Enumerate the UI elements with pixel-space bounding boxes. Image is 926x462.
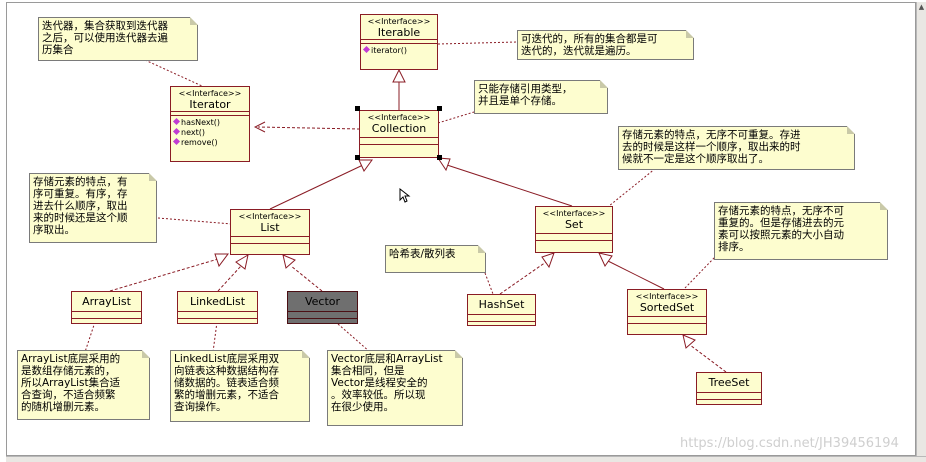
arrowhead-collection-left [358, 159, 373, 172]
method-icon [172, 137, 181, 146]
class-iterator[interactable]: <<Interface>> Iterator hasNext() next() … [170, 86, 250, 162]
arrowhead-collection-right [437, 157, 451, 172]
method-item: next() [172, 127, 249, 138]
class-collection[interactable]: <<Interface>> Collection [359, 110, 439, 158]
method-list: hasNext() next() remove() [171, 115, 249, 149]
arrowhead-list-1 [214, 253, 229, 268]
note-arraylist[interactable]: ArrayList底层采用的 是数组存储元素的， 所以ArrayList集合适 … [17, 350, 150, 420]
anchor-vector-note [337, 323, 371, 353]
class-arraylist[interactable]: ArrayList [71, 291, 142, 324]
note-hashset[interactable]: 哈希表/散列表 [385, 245, 486, 273]
arrowhead-sortedset [682, 334, 696, 349]
anchor-iterable-note [437, 41, 518, 45]
class-name: TreeSet [708, 376, 750, 389]
class-iterable[interactable]: <<Interface>> Iterable iterator() [360, 14, 438, 70]
class-name: LinkedList [189, 295, 246, 308]
method-icon [362, 45, 371, 54]
anchor-collection-note [437, 111, 475, 124]
note-sortedset[interactable]: 存储元素的特点，无序不可 重复的。但是存储进去的元 素可以按照元素的大小自动 排… [714, 202, 888, 260]
anchor-hashset-note [484, 272, 494, 295]
vertical-scrollbar[interactable]: ▲ [916, 2, 926, 456]
anchor-iterator-note [144, 59, 203, 87]
stereotype-label: <<Interface>> [542, 209, 606, 218]
class-name: Collection [371, 122, 427, 135]
arrowhead-iterator [253, 121, 266, 133]
edge-vector-list [290, 265, 323, 292]
stereotype-label: <<Interface>> [178, 89, 242, 98]
anchor-linkedlist-note [212, 321, 218, 353]
class-name: Iterator [189, 98, 231, 111]
edge-linkedlist-list [217, 265, 242, 292]
method-item: hasNext() [172, 117, 249, 128]
method-item: iterator() [362, 45, 437, 56]
edge-treeset-sortedset [689, 344, 727, 373]
anchor-set-note [603, 167, 657, 211]
selection-handle[interactable] [355, 155, 360, 160]
anchor-sortedset-note [684, 255, 717, 289]
selection-handle[interactable] [437, 155, 442, 160]
edge-set-collection [446, 164, 573, 207]
class-name: Vector [304, 295, 341, 308]
watermark: https://blog.csdn.net/JH39456194 [680, 436, 899, 451]
selection-handle[interactable] [437, 106, 442, 111]
note-list[interactable]: 存储元素的特点，有 序可重复。有序，存 进去什么顺序，取出 来的时候还是这个顺 … [29, 173, 157, 243]
method-icon [172, 127, 181, 136]
anchor-list-note [157, 217, 233, 225]
note-collection[interactable]: 只能存储引用类型， 并且是单个存储。 [474, 80, 608, 114]
arrowhead-set-2 [598, 252, 613, 267]
note-linkedlist[interactable]: LinkedList底层采用双 向链表这种数据结构存 储数据的。链表适合频 繁的… [170, 350, 310, 422]
edge-list-collection [269, 164, 364, 210]
edge-collection-iterator [257, 126, 361, 130]
arrowhead-list-2 [235, 253, 249, 270]
arrowhead-list-3 [282, 254, 296, 269]
class-set[interactable]: <<Interface>> Set [535, 206, 613, 253]
class-list[interactable]: <<Interface>> List [230, 209, 310, 255]
stereotype-label: <<Interface>> [238, 212, 302, 221]
note-set[interactable]: 存储元素的特点，无序不可重复。存进 去的时候是这样一个顺序，取出来的时 候就不一… [618, 126, 855, 170]
stereotype-label: <<Interface>> [367, 113, 431, 122]
class-treeset[interactable]: TreeSet [696, 372, 762, 405]
class-name: ArrayList [82, 295, 131, 308]
mouse-cursor-icon [399, 188, 411, 203]
stereotype-label: <<Interface>> [635, 292, 699, 301]
note-vector[interactable]: Vector底层和ArrayList 集合相同，但是 Vector是线程安全的 … [327, 350, 463, 426]
class-name: HashSet [478, 298, 525, 311]
edge-arraylist-list [109, 258, 219, 292]
class-name: Iterable [377, 26, 421, 39]
scroll-up-arrow-icon[interactable]: ▲ [918, 3, 925, 11]
class-linkedlist[interactable]: LinkedList [177, 291, 258, 324]
arrowhead-iterable [392, 68, 406, 83]
method-list: iterator() [361, 43, 437, 57]
class-name: Set [564, 218, 584, 231]
arrowhead-set-1 [541, 252, 555, 269]
class-sortedset[interactable]: <<Interface>> SortedSet [627, 289, 707, 335]
class-name: SortedSet [639, 301, 695, 314]
class-vector[interactable]: Vector [287, 291, 358, 324]
edge-hashset-set [499, 261, 547, 295]
stereotype-label: <<Interface>> [367, 17, 431, 26]
horizontal-scrollbar[interactable] [6, 456, 926, 462]
anchor-arraylist-note [84, 321, 96, 353]
class-hashset[interactable]: HashSet [467, 294, 536, 326]
note-iterable[interactable]: 可迭代的，所有的集合都是可 迭代的，迭代就是遍历。 [517, 30, 694, 60]
method-icon [172, 117, 181, 126]
selection-handle[interactable] [355, 106, 360, 111]
note-iterator[interactable]: 迭代器，集合获取到迭代器 之后，可以使用迭代器去遍 历集合 [38, 17, 198, 61]
class-name: List [260, 221, 280, 234]
edge-sortedset-set [607, 260, 665, 290]
method-item: remove() [172, 137, 249, 148]
